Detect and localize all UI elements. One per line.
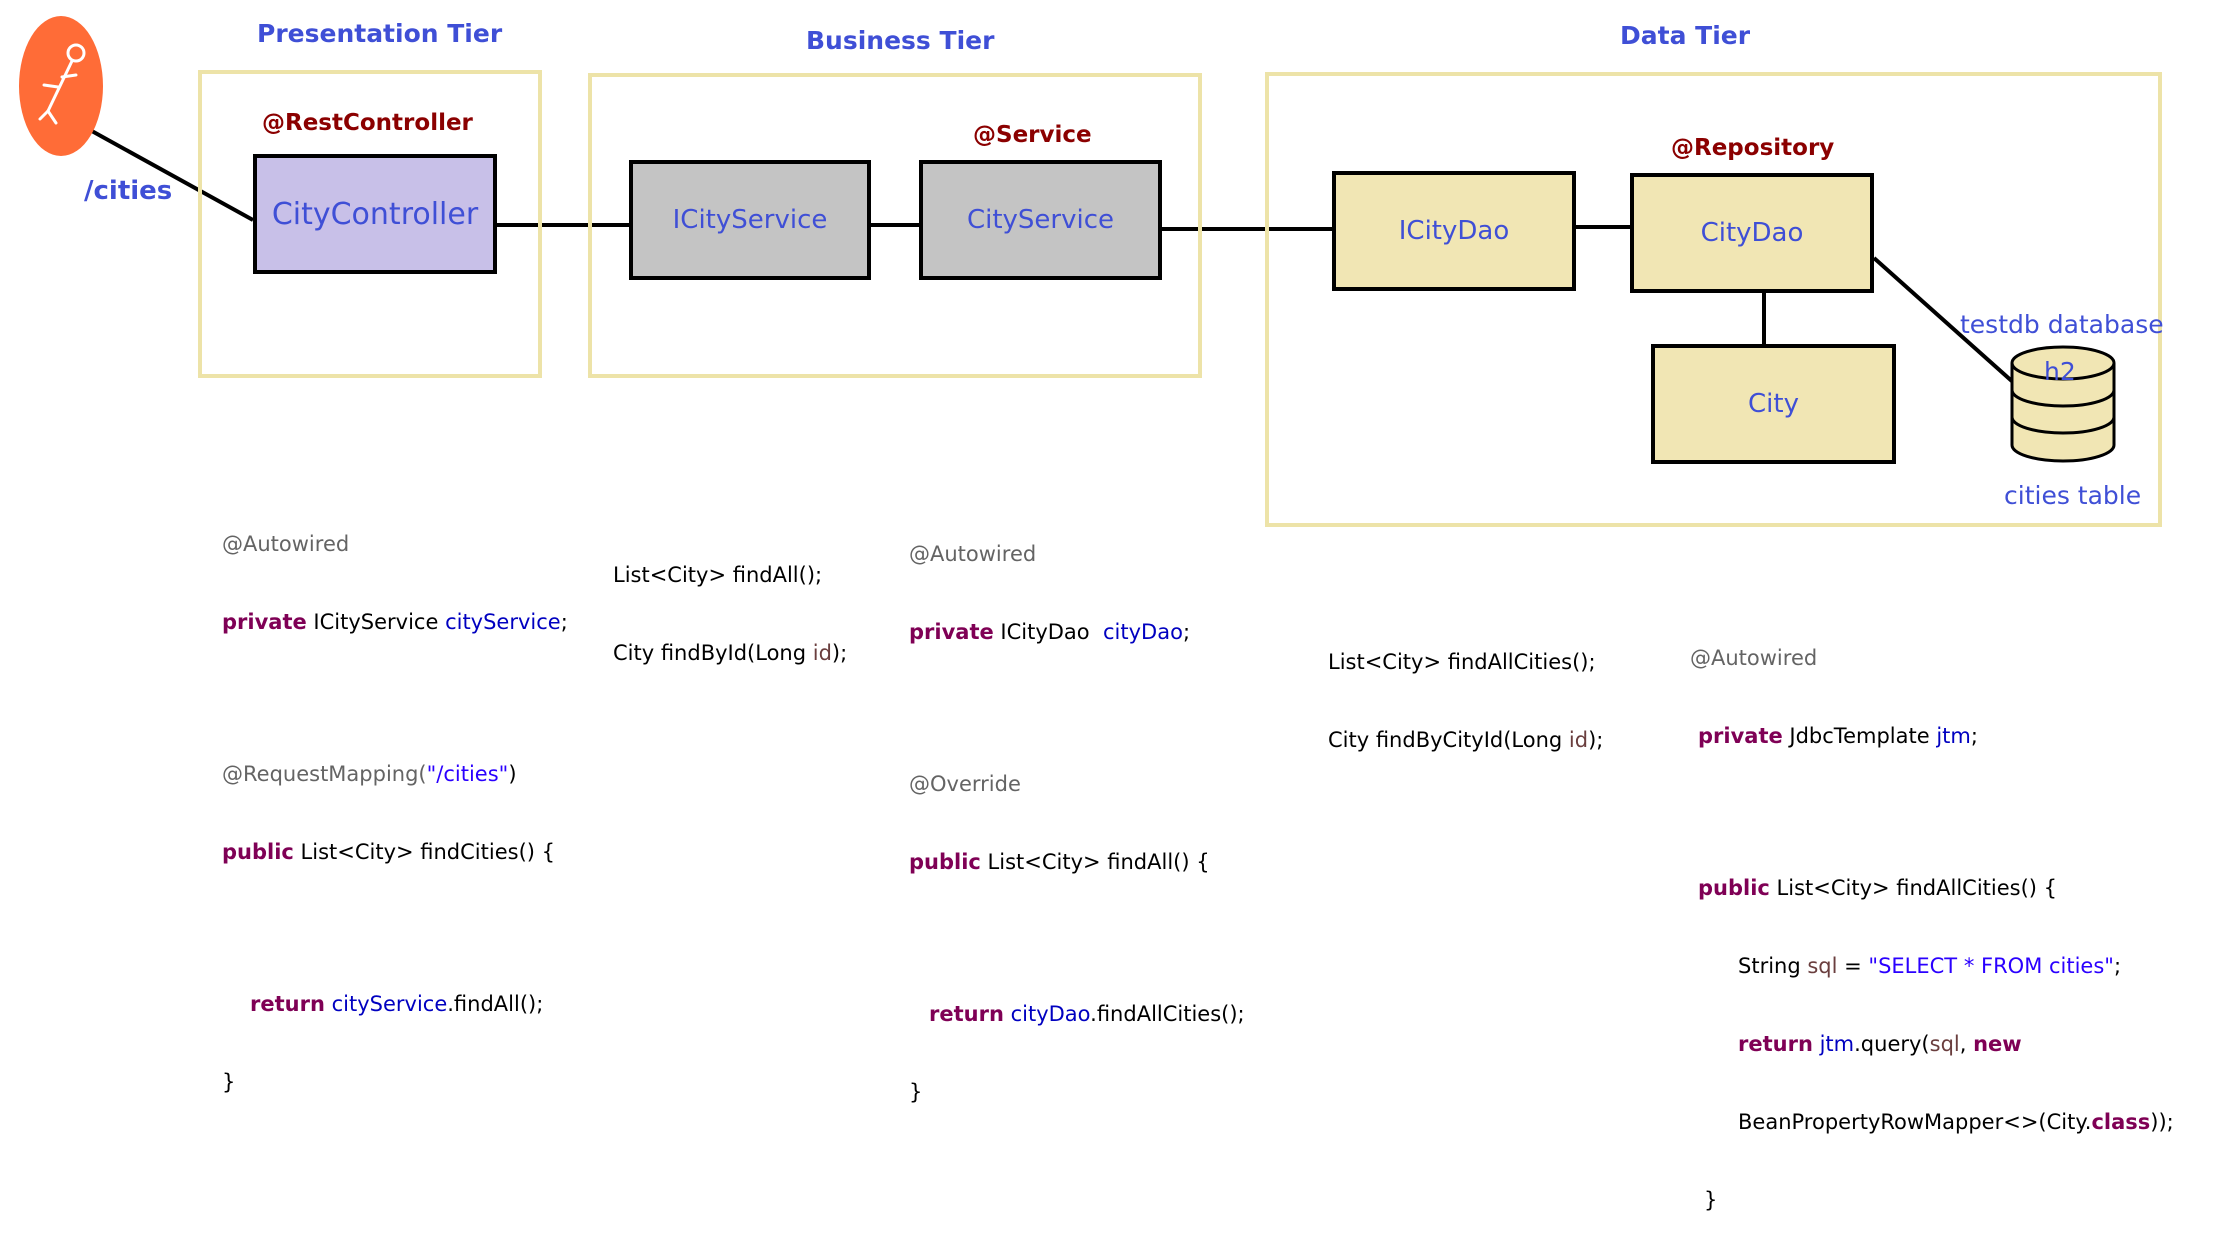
code-text: ; xyxy=(1182,620,1191,644)
code-keyword: return xyxy=(250,992,325,1016)
code-keyword: public xyxy=(1698,876,1770,900)
service-annotation: @Service xyxy=(973,122,1092,148)
code-text: ; xyxy=(2113,954,2122,978)
database-engine-label: h2 xyxy=(2044,357,2076,386)
city-service-code-snippet: @Autowired private ICityDao cityDao; @Ov… xyxy=(909,489,1245,1131)
code-field: cityService xyxy=(331,992,448,1016)
code-text: ; xyxy=(1970,724,1978,748)
code-field: cityDao xyxy=(1010,1002,1091,1026)
rest-controller-annotation: @RestController xyxy=(262,110,473,136)
presentation-tier-frame xyxy=(198,70,542,378)
city-dao-label: CityDao xyxy=(1700,218,1804,248)
code-text: , xyxy=(1959,1032,1974,1056)
connector-lines xyxy=(89,128,2016,385)
city-controller-box: CityController xyxy=(253,154,497,274)
code-string: "SELECT * FROM cities" xyxy=(1868,954,2114,978)
database-icon xyxy=(2010,345,2116,463)
code-text: ; xyxy=(560,610,568,634)
icity-dao-label: ICityDao xyxy=(1398,216,1510,246)
data-tier-frame xyxy=(1265,72,2162,527)
code-keyword: private xyxy=(1698,724,1783,748)
code-text: ) xyxy=(508,762,517,786)
repository-annotation: @Repository xyxy=(1671,135,1835,161)
code-text: City findByCityId(Long xyxy=(1328,728,1569,752)
code-var: id xyxy=(812,641,832,665)
line-client-controller xyxy=(89,128,254,222)
city-dao-box: CityDao xyxy=(1630,173,1874,293)
code-field: jtm xyxy=(1819,1032,1855,1056)
city-service-label: CityService xyxy=(966,205,1115,235)
code-text: List<City> findAll() { xyxy=(980,850,1210,874)
database-name-label: testdb database xyxy=(1960,310,2164,339)
icity-service-code-snippet: List<City> findAll(); City findById(Long… xyxy=(613,510,847,692)
endpoint-label: /cities xyxy=(84,176,173,206)
controller-code-snippet: @Autowired private ICityService cityServ… xyxy=(222,479,568,1121)
code-keyword: private xyxy=(909,620,994,644)
code-keyword: class xyxy=(2091,1110,2151,1134)
icity-service-label: ICityService xyxy=(672,205,828,235)
city-entity-label: City xyxy=(1748,389,1799,419)
code-line: @RequestMapping( xyxy=(222,762,427,786)
code-text: } xyxy=(909,1080,923,1104)
code-text: .findAll(); xyxy=(447,992,544,1016)
presentation-tier-title: Presentation Tier xyxy=(257,19,503,48)
code-text: .findAllCities(); xyxy=(1090,1002,1245,1026)
code-keyword: new xyxy=(1973,1032,2022,1056)
code-keyword: public xyxy=(222,840,294,864)
code-text: List<City> findAllCities(); xyxy=(1328,650,1596,674)
code-text: ICityService xyxy=(306,610,446,634)
code-text: = xyxy=(1837,954,1869,978)
line-citydao-database xyxy=(1872,256,2016,385)
code-var: id xyxy=(1568,728,1589,752)
business-tier-title: Business Tier xyxy=(806,26,995,55)
data-tier-title: Data Tier xyxy=(1620,21,1751,50)
code-text: } xyxy=(222,1070,236,1094)
business-tier-frame xyxy=(588,73,1202,378)
code-line: @Override xyxy=(909,772,1021,796)
code-text: ); xyxy=(1588,728,1604,752)
code-text: ICityDao xyxy=(993,620,1103,644)
city-controller-label: CityController xyxy=(271,196,479,232)
city-service-box: CityService xyxy=(919,160,1162,280)
code-text: List<City> findAll(); xyxy=(613,563,823,587)
code-text: BeanPropertyRowMapper<>(City. xyxy=(1738,1110,2092,1134)
code-line: @Autowired xyxy=(909,542,1037,566)
code-line: @Autowired xyxy=(222,532,350,556)
city-entity-box: City xyxy=(1651,344,1896,464)
postman-icon xyxy=(18,15,104,157)
code-text: List<City> findAllCities() { xyxy=(1769,876,2058,900)
code-text: String xyxy=(1738,954,1808,978)
connectors-layer xyxy=(89,128,2116,463)
icity-dao-box: ICityDao xyxy=(1332,171,1576,291)
code-text: JdbcTemplate xyxy=(1782,724,1937,748)
code-text: .query( xyxy=(1854,1032,1930,1056)
code-keyword: private xyxy=(222,610,307,634)
code-keyword: public xyxy=(909,850,981,874)
city-dao-code-snippet: @Autowired private JdbcTemplate jtm; pub… xyxy=(1690,593,2174,1239)
code-var: sql xyxy=(1929,1032,1960,1056)
icity-dao-code-snippet: List<City> findAllCities(); City findByC… xyxy=(1328,597,1603,779)
code-text: City findById(Long xyxy=(613,641,813,665)
code-var: sql xyxy=(1807,954,1838,978)
code-text: List<City> findCities() { xyxy=(293,840,555,864)
icity-service-box: ICityService xyxy=(629,160,871,280)
code-line: @Autowired xyxy=(1690,646,1818,670)
code-field: cityService xyxy=(445,610,561,634)
code-field: jtm xyxy=(1936,724,1971,748)
code-keyword: return xyxy=(1738,1032,1813,1056)
code-string: "/cities" xyxy=(426,762,509,786)
database-table-label: cities table xyxy=(2004,481,2142,510)
code-field: cityDao xyxy=(1103,620,1183,644)
code-text: ); xyxy=(831,641,848,665)
code-text: )); xyxy=(2150,1110,2174,1134)
code-keyword: return xyxy=(929,1002,1004,1026)
code-text: } xyxy=(1704,1188,1718,1212)
